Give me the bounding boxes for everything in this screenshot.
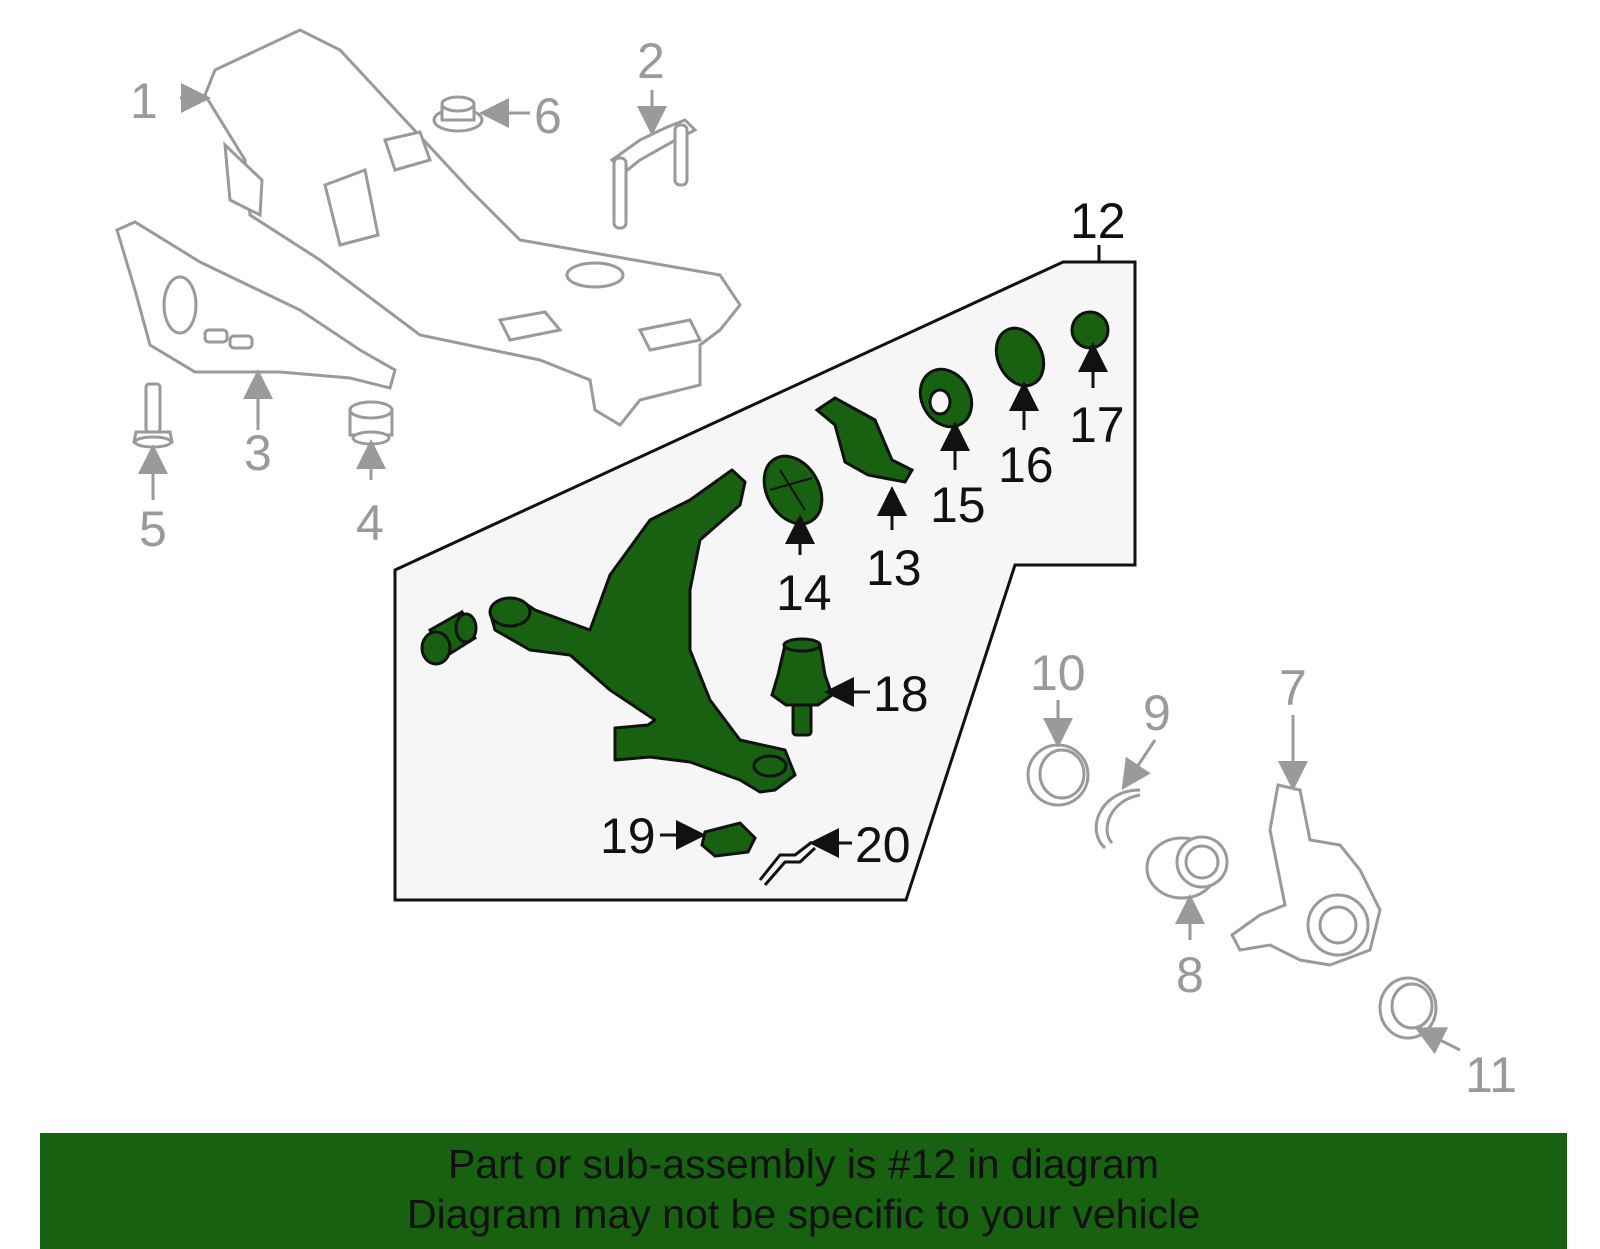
mount-bushing-nut xyxy=(348,400,394,446)
callout-8: 8 xyxy=(1176,947,1204,1003)
callout-16: 16 xyxy=(998,437,1054,493)
bushing-17 xyxy=(1070,310,1110,350)
bracket-13 xyxy=(814,396,915,484)
wheel-bearing xyxy=(1145,835,1229,900)
flange-nut xyxy=(432,95,484,133)
dust-seal-inner xyxy=(1026,743,1090,807)
callout-15: 15 xyxy=(930,477,986,533)
callout-5: 5 xyxy=(139,501,167,557)
bushing-15 xyxy=(918,367,974,429)
banner-line-2: Diagram may not be specific to your vehi… xyxy=(406,1191,1200,1237)
bushing-14 xyxy=(762,454,824,526)
steering-knuckle xyxy=(1230,783,1382,967)
callout-18: 18 xyxy=(873,666,929,722)
callout-12: 12 xyxy=(1070,193,1126,249)
banner-line-1: Part or sub-assembly is #12 in diagram xyxy=(448,1141,1159,1187)
callouts: 1 2 3 4 5 6 7 8 9 10 11 12 13 14 15 16 1… xyxy=(130,33,1517,1103)
bolt xyxy=(132,382,174,449)
callout-10: 10 xyxy=(1030,645,1086,701)
callout-11: 11 xyxy=(1465,1047,1517,1103)
callout-9: 9 xyxy=(1143,685,1171,741)
callout-2: 2 xyxy=(637,33,665,89)
callout-14: 14 xyxy=(776,565,832,621)
subframe-crossmember xyxy=(203,28,742,427)
snap-ring xyxy=(1094,788,1141,850)
callout-19: 19 xyxy=(600,808,656,864)
dust-seal-outer xyxy=(1378,976,1438,1040)
callout-17: 17 xyxy=(1069,397,1125,453)
front-crossmember-plate xyxy=(115,220,397,390)
callout-1: 1 xyxy=(130,73,158,129)
callout-3: 3 xyxy=(244,425,272,481)
cotter-pin-20 xyxy=(758,840,817,886)
callout-7: 7 xyxy=(1279,660,1307,716)
assembly-info-banner: Part or sub-assembly is #12 in diagram D… xyxy=(40,1133,1567,1249)
callout-6: 6 xyxy=(534,88,562,144)
leader-lines xyxy=(138,83,1461,1055)
callout-4: 4 xyxy=(356,495,384,551)
ball-joint-18 xyxy=(770,637,834,737)
mounting-bracket xyxy=(609,118,698,230)
callout-20: 20 xyxy=(855,817,911,873)
bushing-front xyxy=(420,609,478,666)
callout-13: 13 xyxy=(866,540,922,596)
lower-control-arm xyxy=(488,468,797,794)
